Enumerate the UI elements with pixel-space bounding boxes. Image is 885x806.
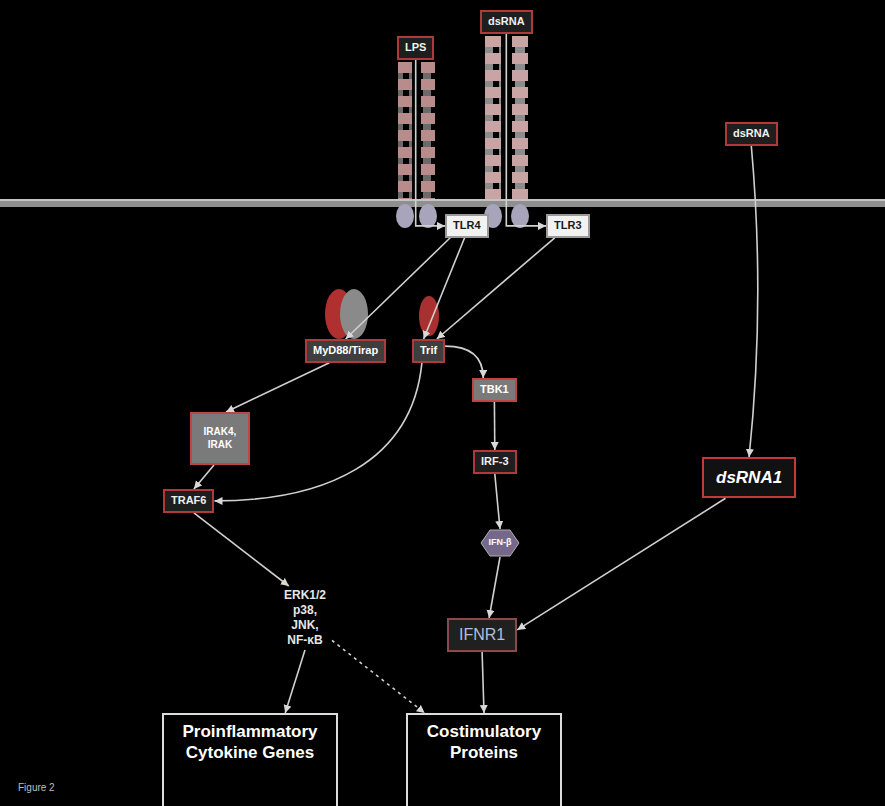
factor-box: TRAF6 bbox=[163, 489, 214, 513]
node-text: TLR4 bbox=[453, 219, 481, 233]
tlr4-chain bbox=[398, 62, 412, 199]
node-text: ERK1/2 p38, JNK, NF-κB bbox=[280, 588, 330, 648]
output-box: Costimulatory Proteins bbox=[406, 713, 562, 806]
pathway-arrow bbox=[506, 34, 546, 226]
receptor-label: TLR3 bbox=[546, 214, 590, 238]
tir-domain bbox=[511, 204, 529, 228]
ligand-box: dsRNA bbox=[480, 10, 533, 34]
tir-domain bbox=[396, 204, 414, 228]
adaptor-box: Trif bbox=[412, 339, 445, 363]
pathway-arrow bbox=[749, 146, 758, 457]
tir-domain bbox=[419, 204, 437, 228]
node-text: Proinflammatory Cytokine Genes bbox=[172, 721, 328, 764]
membrane-edge bbox=[0, 199, 885, 201]
pathway-arrow bbox=[482, 652, 484, 713]
kinase-list: ERK1/2 p38, JNK, NF-κB bbox=[278, 586, 332, 650]
pathway-arrow bbox=[424, 238, 465, 339]
node-text: MyD88/Tirap bbox=[313, 344, 378, 358]
pathway-arrow bbox=[445, 346, 483, 378]
figure-label: Figure 2 bbox=[18, 782, 55, 793]
output-box: Proinflammatory Cytokine Genes bbox=[162, 713, 338, 806]
node-text: IFN-β bbox=[489, 537, 512, 548]
adaptor-oval bbox=[419, 296, 439, 336]
receptor-box: IFNR1 bbox=[447, 618, 517, 652]
pathway-arrow bbox=[332, 640, 425, 713]
tlr4-chain bbox=[421, 62, 435, 199]
pathway-arrow bbox=[416, 60, 445, 226]
sensor-box: dsRNA1 bbox=[702, 457, 796, 498]
pathway-arrow bbox=[437, 238, 555, 339]
node-text: TBK1 bbox=[480, 383, 509, 397]
node-text: dsRNA bbox=[488, 15, 525, 29]
kinase-box: TBK1 bbox=[472, 378, 517, 402]
adaptor-box: MyD88/Tirap bbox=[305, 339, 386, 363]
pathway-arrow bbox=[285, 650, 305, 713]
pathway-arrow bbox=[346, 238, 451, 339]
pathway-arrow bbox=[494, 402, 496, 450]
node-text: IFNR1 bbox=[459, 625, 505, 645]
pathway-arrow bbox=[194, 465, 214, 489]
tlr3-chain bbox=[485, 36, 501, 199]
pathway-arrow bbox=[517, 498, 725, 630]
pathway-arrow bbox=[489, 557, 500, 618]
cytokine-hexagon: IFN-β bbox=[480, 529, 520, 557]
ligand-box: dsRNA bbox=[725, 122, 778, 146]
ligand-box: LPS bbox=[397, 36, 434, 60]
node-text: IRF-3 bbox=[481, 455, 509, 469]
node-text: Costimulatory Proteins bbox=[416, 721, 552, 764]
node-text: TRAF6 bbox=[171, 494, 206, 508]
pathway-arrow bbox=[194, 513, 289, 586]
receptor-label: TLR4 bbox=[445, 214, 489, 238]
node-text: LPS bbox=[405, 41, 426, 55]
pathway-arrow bbox=[495, 474, 500, 529]
node-text: IRAK4, IRAK bbox=[196, 426, 244, 451]
membrane bbox=[0, 199, 885, 207]
node-text: Trif bbox=[420, 344, 437, 358]
factor-box: IRF-3 bbox=[473, 450, 517, 474]
node-text: TLR3 bbox=[554, 219, 582, 233]
pathway-arrow bbox=[226, 363, 329, 412]
node-text: dsRNA bbox=[733, 127, 770, 141]
kinase-box: IRAK4, IRAK bbox=[190, 412, 250, 465]
node-text: dsRNA1 bbox=[716, 467, 782, 488]
tlr3-chain bbox=[512, 36, 528, 199]
